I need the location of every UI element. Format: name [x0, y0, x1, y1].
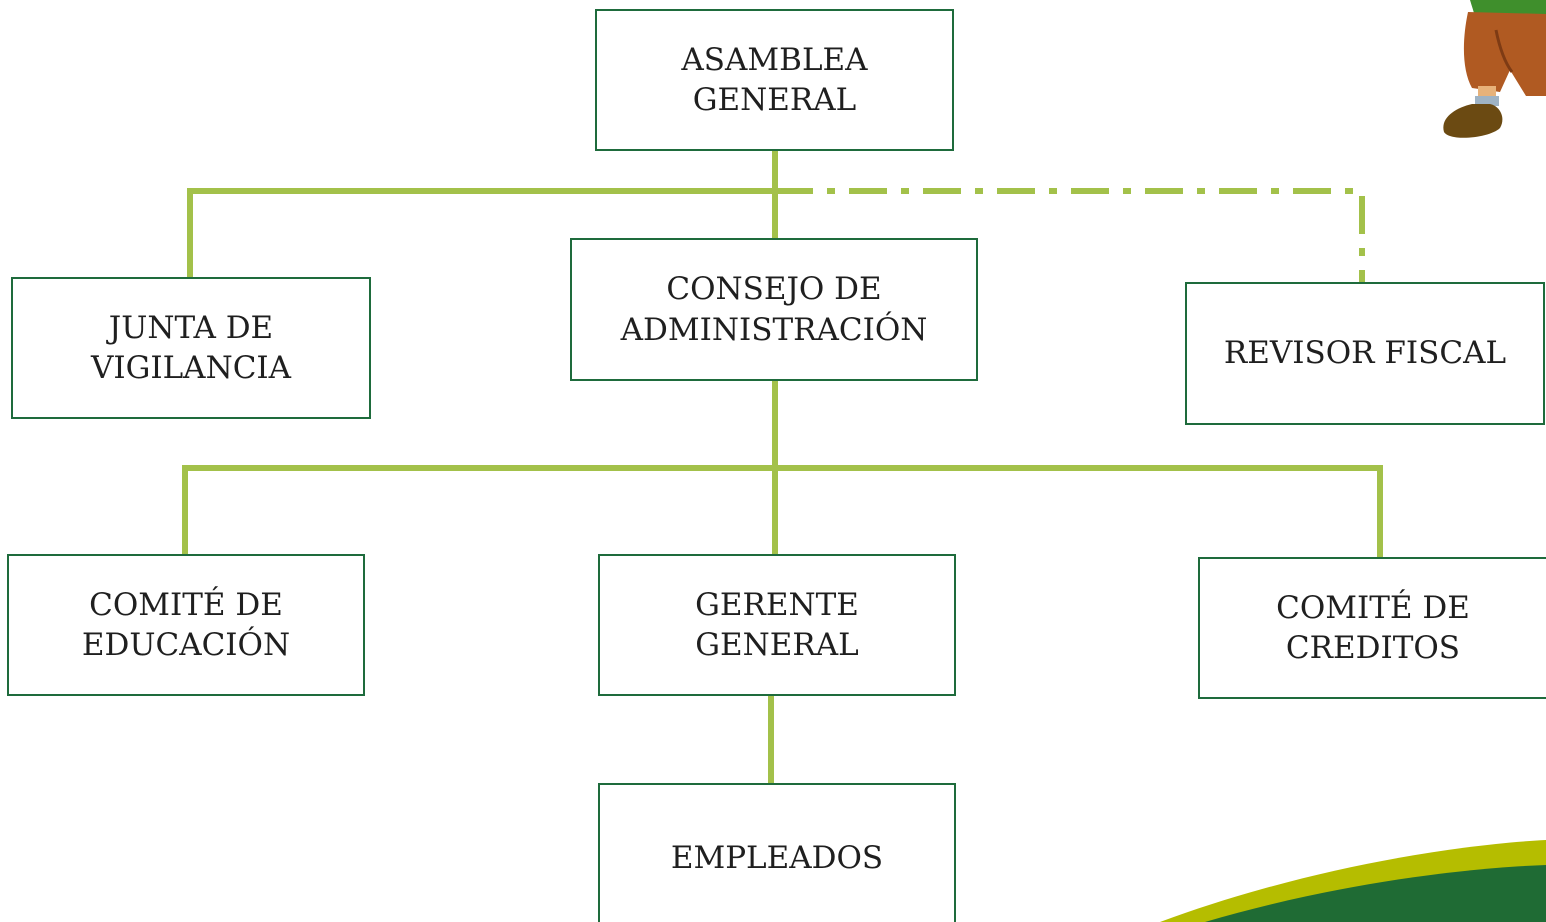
node-gerente-general: GERENTE GENERAL — [598, 554, 956, 696]
node-label: REVISOR FISCAL — [1223, 335, 1507, 372]
node-empleados: EMPLEADOS — [598, 783, 956, 922]
node-junta-de-vigilancia: JUNTA DE VIGILANCIA — [11, 277, 371, 419]
node-revisor-fiscal: REVISOR FISCAL — [1185, 282, 1545, 425]
node-asamblea-general: ASAMBLEA GENERAL — [595, 9, 954, 151]
connector-asamblea-revisor — [775, 188, 1365, 282]
swoosh-green — [1205, 865, 1546, 922]
node-label: GERENTE GENERAL — [695, 586, 859, 663]
node-comite-de-creditos: COMITÉ DE CREDITOS — [1198, 557, 1546, 699]
mascot-shorts-shade — [1494, 29, 1514, 73]
mascot-shoe — [1443, 104, 1503, 138]
mascot-sock — [1475, 96, 1499, 106]
mascot-shorts — [1463, 12, 1546, 96]
node-comite-de-educacion: COMITÉ DE EDUCACIÓN — [7, 554, 365, 696]
node-label: COMITÉ DE EDUCACIÓN — [81, 586, 291, 663]
node-consejo-de-administracion: CONSEJO DE ADMINISTRACIÓN — [570, 238, 978, 381]
node-label: ASAMBLEA GENERAL — [681, 41, 868, 118]
connector-consejo-creditos — [775, 465, 1383, 557]
node-label: EMPLEADOS — [670, 839, 884, 876]
node-label: JUNTA DE VIGILANCIA — [90, 309, 292, 386]
node-label: CONSEJO DE ADMINISTRACIÓN — [620, 271, 928, 348]
node-label: COMITÉ DE CREDITOS — [1276, 589, 1470, 666]
